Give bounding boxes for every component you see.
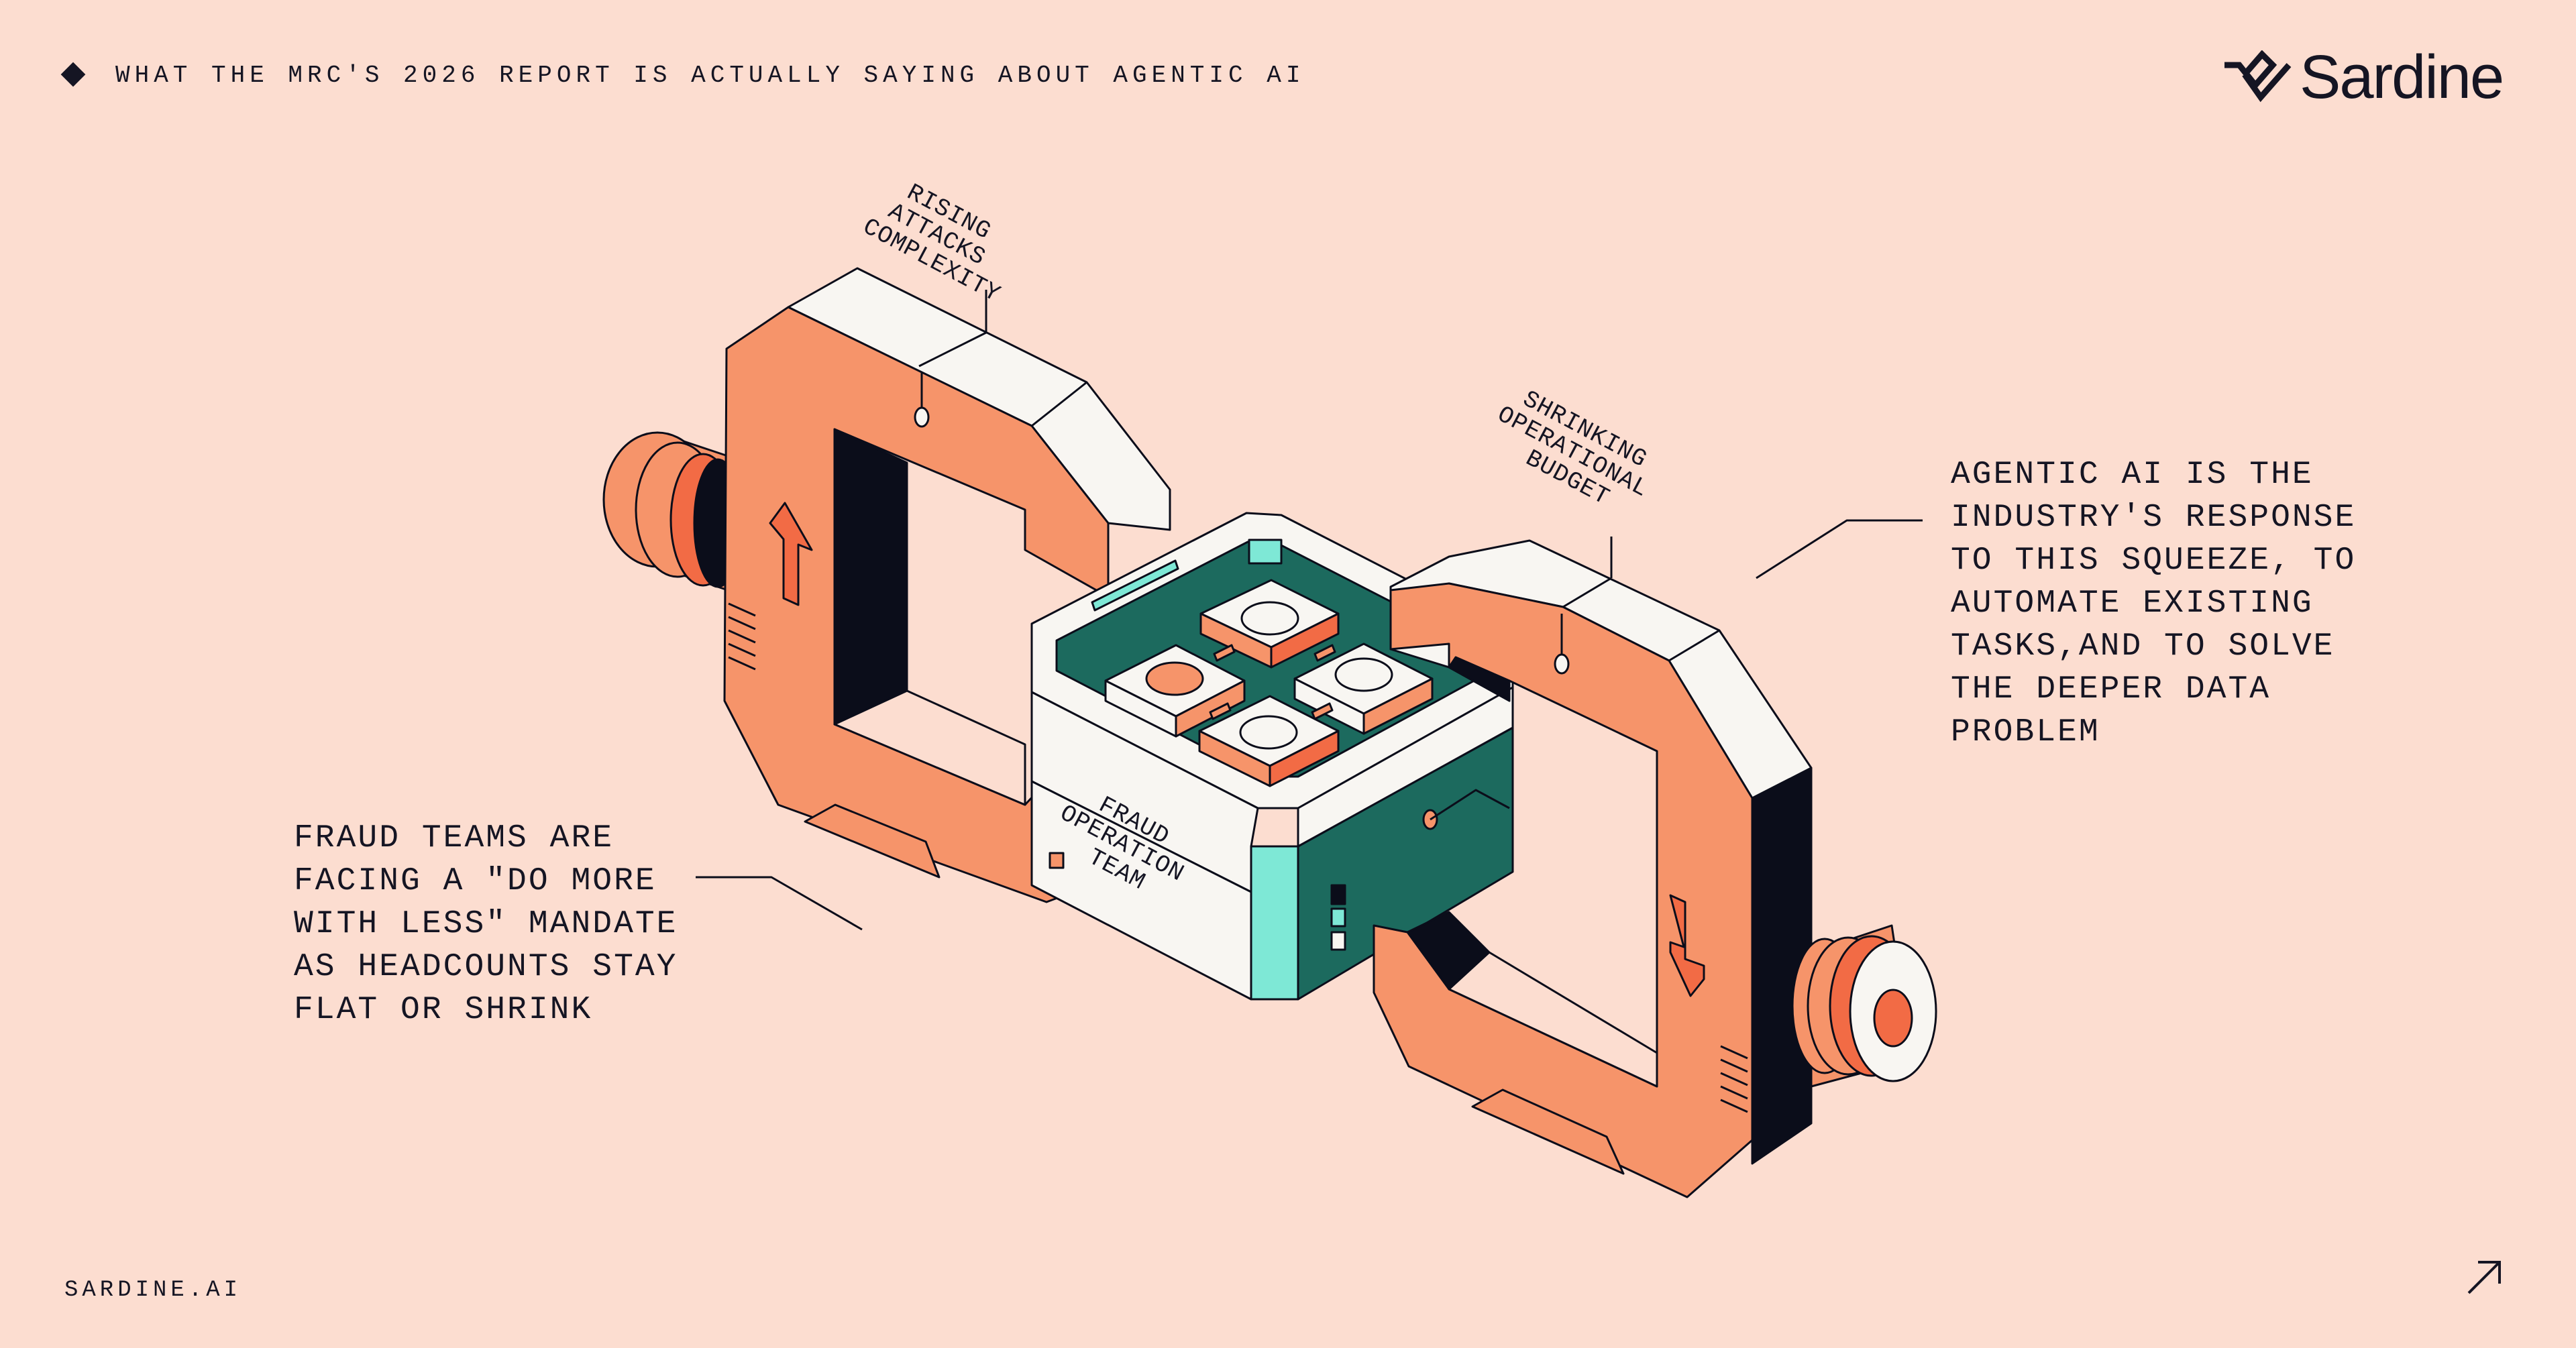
- footer-site-link[interactable]: SARDINE.AI: [64, 1278, 242, 1303]
- clamp-right-label: SHRINKING OPERATIONAL BUDGET: [1481, 378, 1678, 533]
- sardine-logo-icon: [2224, 50, 2292, 103]
- chip-top: [1199, 579, 1340, 669]
- chip-left: [1104, 644, 1246, 738]
- right-callout-text: AGENTIC AI IS THE INDUSTRY'S RESPONSE TO…: [1951, 457, 2357, 750]
- chip-bottom: [1198, 695, 1340, 787]
- brand-logo[interactable]: Sardine: [2222, 40, 2504, 114]
- page-title: WHAT THE MRC'S 2026 REPORT IS ACTUALLY S…: [115, 62, 1305, 89]
- right-callout-leader: [1756, 519, 1923, 579]
- arrow-up-right-icon[interactable]: [2463, 1255, 2506, 1298]
- left-clamp: [602, 267, 1171, 903]
- right-clamp: [1373, 537, 1937, 1198]
- fraud-team-box: [1030, 512, 1514, 1001]
- left-callout-leader: [696, 876, 863, 931]
- left-callout-text: FRAUD TEAMS ARE FACING A "DO MORE WITH L…: [294, 820, 678, 1028]
- brand-name: Sardine: [2300, 43, 2504, 111]
